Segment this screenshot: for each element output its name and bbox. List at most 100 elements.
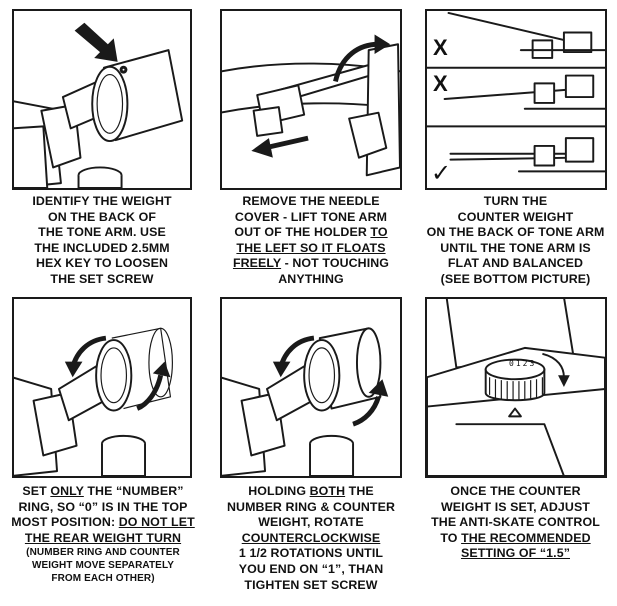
dial-number: 0 [509,359,516,368]
caption-text: THE INCLUDED 2.5MM [34,240,170,255]
caption-text: YOU END ON “1”, THAN [238,561,384,576]
caption-line: FREELY - NOT TOUCHING [206,256,416,272]
anti-skate-dial-numbers: 0123 [509,359,536,368]
balance-mark-correct: ✓ [431,159,452,187]
caption-emphasis: SETTING OF “1.5” [460,546,570,561]
caption-text: ON THE BACK OF [47,209,157,224]
caption-line: TURN THE [414,194,617,210]
caption-line: COUNTER WEIGHT [414,210,617,226]
caption-text: FLAT AND BALANCED [447,256,584,271]
step-4-illustration [12,297,192,478]
caption-text: (NUMBER RING AND COUNTER [26,547,180,559]
caption-text: IDENTIFY THE WEIGHT [32,194,172,208]
caption-emphasis: ONLY [50,484,84,498]
caption-line: NUMBER RING & COUNTER [208,500,414,516]
caption-line: ON THE BACK OF TONE ARM [414,225,617,241]
caption-text: SET [22,484,51,498]
balance-row-1 [447,11,605,59]
caption-emphasis: BOTH [309,484,346,498]
caption-line: ON THE BACK OF [0,210,204,226]
caption-line: TIGHTEN SET SCREW [208,578,414,594]
caption-line: THE LEFT SO IT FLOATS [206,241,416,257]
caption-line: UNTIL THE TONE ARM IS [414,241,617,257]
caption-text: THE TONE ARM. USE [38,225,166,240]
anti-skate-illustration [427,299,605,476]
caption-text: HOLDING [248,484,310,498]
caption-text: RING, SO “0” IS IN THE TOP [18,499,188,514]
dial-number: 2 [522,359,530,368]
caption-line: WEIGHT MOVE SEPARATELY [0,559,206,572]
caption-line: YOU END ON “1”, THAN [208,562,414,578]
counterweight-illustration [14,22,184,188]
caption-text: REMOVE THE NEEDLE [242,194,380,208]
step-2-illustration [220,9,402,190]
caption-text: THE SET SCREW [50,271,154,286]
caption-line: ANYTHING [206,272,416,288]
caption-text: HEX KEY TO LOOSEN [35,256,169,271]
caption-text: NUMBER RING & COUNTER [227,499,395,514]
balance-row-2 [443,74,605,110]
caption-emphasis: THE RECOMMENDED [461,530,591,545]
caption-line: (SEE BOTTOM PICTURE) [414,272,617,288]
tonearm-lift-illustration [222,34,400,177]
caption-line: THE ANTI-SKATE CONTROL [414,515,617,531]
rotate-weight-illustration [222,327,389,476]
caption-line: HEX KEY TO LOOSEN [0,256,204,272]
step-5-illustration [220,297,402,478]
caption-text: OUT OF THE HOLDER [234,225,371,240]
balance-mark-wrong-2: X [433,71,448,96]
caption-text: MOST POSITION: [11,515,119,530]
caption-text: ONCE THE COUNTER [450,484,581,498]
caption-line: WEIGHT IS SET, ADJUST [414,500,617,516]
caption-line: ONCE THE COUNTER [414,484,617,500]
caption-text: TO [440,530,462,545]
caption-text: (SEE BOTTOM PICTURE) [440,271,591,286]
caption-line: THE REAR WEIGHT TURN [0,531,206,547]
caption-emphasis: THE LEFT SO IT FLOATS [236,240,386,255]
caption-text: UNTIL THE TONE ARM IS [440,240,591,255]
caption-line: THE INCLUDED 2.5MM [0,241,204,257]
caption-line: FLAT AND BALANCED [414,256,617,272]
caption-line: FROM EACH OTHER) [0,572,206,585]
caption-line: IDENTIFY THE WEIGHT [0,194,204,210]
caption-text: FROM EACH OTHER) [51,573,155,585]
number-ring-illustration [14,327,173,476]
caption-line: THE SET SCREW [0,272,204,288]
caption-text: THE [345,484,374,498]
caption-line: THE TONE ARM. USE [0,225,204,241]
caption-text: COVER - LIFT TONE ARM [234,209,388,224]
step-3-illustration: X X ✓ [425,9,607,190]
caption-line: (NUMBER RING AND COUNTER [0,546,206,559]
caption-text: ANYTHING [278,271,344,286]
caption-text: 1 1/2 ROTATIONS UNTIL [238,546,384,561]
caption-line: HOLDING BOTH THE [208,484,414,500]
caption-text: WEIGHT MOVE SEPARATELY [31,560,175,572]
caption-line: RING, SO “0” IS IN THE TOP [0,500,206,516]
caption-line: COVER - LIFT TONE ARM [206,210,416,226]
balance-comparison-illustration [427,11,605,173]
caption-line: SET ONLY THE “NUMBER” [0,484,206,500]
caption-line: WEIGHT, ROTATE [208,515,414,531]
caption-emphasis: COUNTERCLOCKWISE [241,530,381,545]
caption-line: COUNTERCLOCKWISE [208,531,414,547]
caption-line: REMOVE THE NEEDLE [206,194,416,210]
caption-text: WEIGHT IS SET, ADJUST [441,499,590,514]
dial-number: 3 [529,359,537,368]
caption-text: TIGHTEN SET SCREW [244,577,378,592]
step-4-caption: SET ONLY THE “NUMBER”RING, SO “0” IS IN … [0,484,206,585]
caption-line: 1 1/2 ROTATIONS UNTIL [208,546,414,562]
step-6-illustration: 0123 [425,297,607,478]
caption-line: TO THE RECOMMENDED [414,531,617,547]
caption-text: TURN THE [483,194,548,208]
caption-text: THE ANTI-SKATE CONTROL [431,515,600,530]
caption-line: MOST POSITION: DO NOT LET [0,515,206,531]
balance-mark-wrong-1: X [433,35,448,60]
step-1-illustration [12,9,192,190]
caption-emphasis: DO NOT LET [118,515,195,530]
caption-emphasis: TO [370,225,388,240]
caption-line: SETTING OF “1.5” [414,546,617,562]
